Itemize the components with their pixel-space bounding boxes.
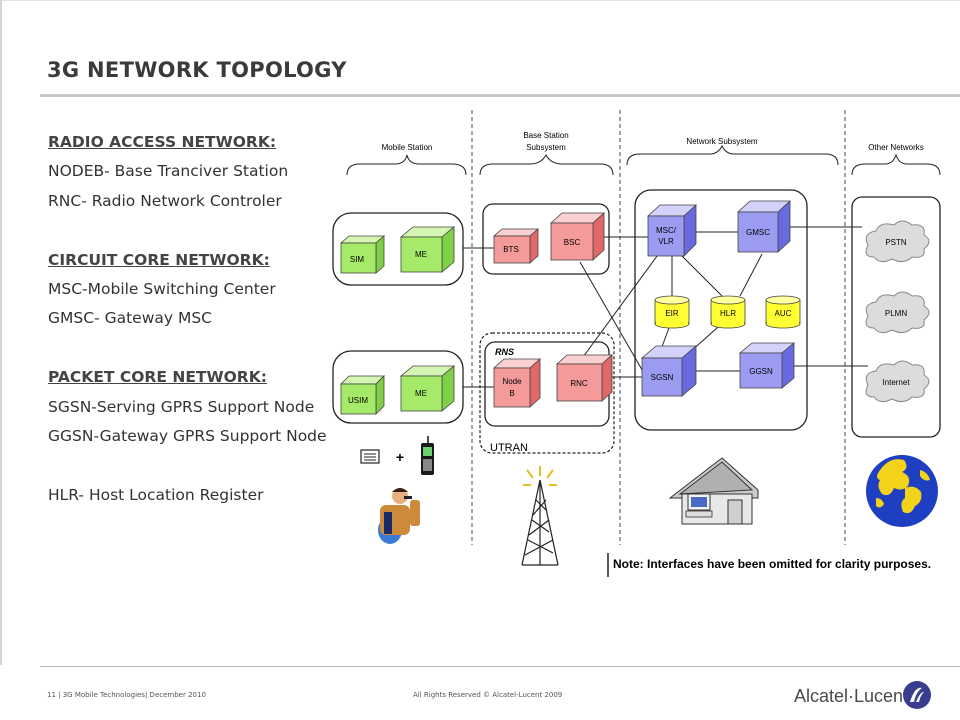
link-bsc-sgsn (579, 261, 646, 376)
house-computer-icon (668, 457, 759, 525)
svg-text:Node: Node (502, 377, 522, 386)
svg-text:GGSN: GGSN (749, 367, 773, 376)
page-title: 3G NETWORK TOPOLOGY (47, 58, 347, 82)
svg-text:USIM: USIM (348, 396, 368, 405)
node-me-top: ME (399, 226, 456, 273)
legend-hlr: HLR- Host Location Register (48, 485, 264, 504)
section-other-networks: Other Networks (868, 143, 924, 152)
svg-text:Internet: Internet (882, 378, 910, 387)
label-rns: RNS (495, 347, 514, 357)
node-eir: EIR (654, 295, 690, 329)
node-me-bottom: ME (399, 365, 456, 412)
link-gmsc-hlr (739, 253, 763, 297)
link-rnc-msc (574, 251, 661, 369)
legend-gmsc: GMSC- Gateway MSC (48, 309, 212, 328)
footer-rule (40, 666, 960, 667)
svg-text:HLR: HLR (720, 309, 736, 318)
brace-nss (626, 144, 839, 166)
section-bss-line1: Base Station (523, 131, 568, 140)
group-nss (634, 189, 808, 431)
node-bts: BTS (492, 228, 540, 264)
title-underline (40, 94, 960, 97)
note-text: Note: Interfaces have been omitted for c… (613, 557, 931, 571)
cloud-internet: Internet (865, 360, 930, 403)
legend-ps-header: PACKET CORE NETWORK: (48, 368, 267, 387)
node-gmsc: GMSC (736, 200, 792, 253)
footer-slide-info: 11 | 3G Mobile Technologies| December 20… (47, 691, 206, 699)
legend-cs-header: CIRCUIT CORE NETWORK: (48, 250, 270, 269)
node-sgsn: SGSN (640, 345, 698, 397)
svg-text:VLR: VLR (658, 237, 674, 246)
svg-text:SIM: SIM (350, 255, 365, 264)
footer-copyright: All Rights Reserved © Alcatel-Lucent 200… (413, 691, 563, 699)
node-usim: USIM (340, 375, 385, 415)
brace-mobile-station (346, 154, 467, 176)
svg-text:AUC: AUC (775, 309, 792, 318)
section-bss-line2: Subsystem (526, 143, 566, 152)
brand-wordmark: Alcatel·Lucent (794, 686, 909, 706)
legend-msc: MSC-Mobile Switching Center (48, 279, 276, 298)
group-utran (479, 332, 615, 454)
network-topology-diagram: Mobile Station Base Station Subsystem Ne… (332, 110, 941, 577)
legend-nodeb: NODEB- Base Tranciver Station (48, 162, 289, 181)
legend: RADIO ACCESS NETWORK: NODEB- Base Tranci… (48, 128, 348, 510)
antenna-tower-icon (521, 466, 559, 566)
node-auc: AUC (765, 295, 801, 329)
label-utran: UTRAN (490, 442, 528, 454)
node-msc: MSC/ VLR (646, 204, 698, 257)
legend-sgsn: SGSN-Serving GPRS Support Node (48, 397, 315, 416)
section-network-subsystem: Network Subsystem (686, 137, 757, 146)
terminal-icon (360, 449, 380, 464)
node-nodeb: Node B (492, 358, 542, 408)
brace-bss (479, 153, 614, 176)
node-hlr: HLR (710, 295, 746, 329)
svg-text:BTS: BTS (503, 245, 519, 254)
cloud-plmn: PLMN (865, 291, 930, 334)
node-sim: SIM (339, 235, 386, 274)
top-border (0, 0, 960, 1)
mobile-phone-icon (421, 436, 434, 475)
legend-ggsn: GGSN-Gateway GPRS Support Node (48, 426, 327, 445)
node-ggsn: GGSN (738, 342, 796, 389)
svg-text:PSTN: PSTN (885, 238, 907, 247)
brace-other-networks (851, 153, 941, 176)
svg-text:ME: ME (415, 250, 427, 259)
left-border (0, 0, 2, 665)
node-bsc: BSC (549, 212, 606, 261)
svg-text:GMSC: GMSC (746, 228, 770, 237)
svg-text:RNC: RNC (570, 379, 588, 388)
alcatel-lucent-logo-icon (903, 681, 931, 709)
globe-icon (866, 455, 938, 527)
group-mobile-2g (332, 212, 464, 286)
svg-text:B: B (509, 389, 514, 398)
svg-text:BSC: BSC (564, 238, 581, 247)
link-msc-hlr (679, 253, 723, 297)
cloud-pstn: PSTN (865, 220, 930, 263)
group-other-networks (851, 196, 941, 438)
svg-text:MSC/: MSC/ (656, 226, 677, 235)
user-person-icon (378, 488, 420, 544)
svg-text:ME: ME (415, 389, 427, 398)
group-bss (482, 203, 610, 275)
section-mobile-station: Mobile Station (382, 143, 433, 152)
plus-sign: + (396, 449, 404, 465)
svg-text:EIR: EIR (665, 309, 679, 318)
svg-text:PLMN: PLMN (885, 309, 907, 318)
legend-rnc: RNC- Radio Network Controler (48, 191, 282, 210)
legend-ran-header: RADIO ACCESS NETWORK: (48, 133, 277, 151)
node-rnc: RNC (555, 354, 614, 402)
svg-text:SGSN: SGSN (651, 373, 674, 382)
